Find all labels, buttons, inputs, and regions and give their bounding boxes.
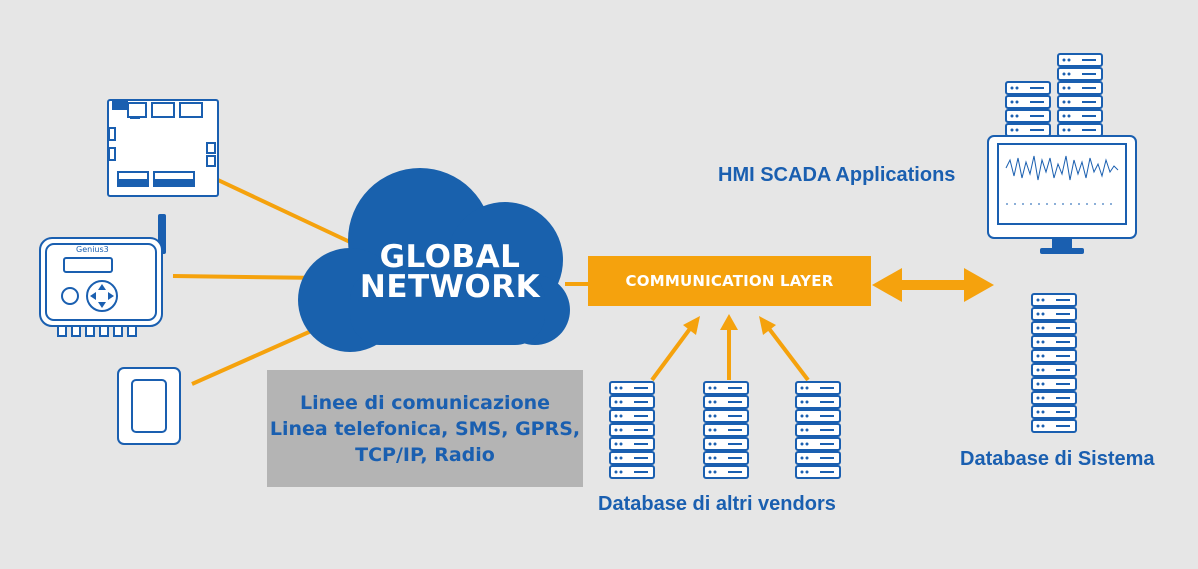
cloud-line-2: NETWORK	[359, 269, 541, 305]
hmi-server-stack-icon	[1005, 53, 1103, 137]
genius3-label: Genius3	[76, 245, 109, 254]
vendor-db-stack-3	[795, 381, 841, 479]
communication-layer-box: COMMUNICATION LAYER	[588, 256, 871, 306]
channels-line-1: Linee di comunicazione	[299, 391, 551, 414]
bidirectional-arrow	[872, 268, 994, 302]
cloud-line-1: GLOBAL	[379, 239, 521, 275]
hmi-label: HMI SCADA Applications	[718, 164, 956, 186]
db-vendors-label: Database di altri vendors	[598, 493, 836, 515]
db-system-label: Database di Sistema	[960, 448, 1155, 470]
channels-box: Linee di comunicazione Linea telefonica,…	[267, 370, 583, 487]
vendor-db-stack-1	[609, 381, 655, 479]
hmi-monitor-icon	[987, 135, 1137, 254]
vendor-db-stack-2	[703, 381, 749, 479]
global-network-cloud	[298, 168, 570, 352]
system-db-stack	[1031, 293, 1077, 433]
channels-line-3: TCP/IP, Radio	[355, 443, 495, 466]
link-genius-cloud	[172, 274, 326, 280]
link-board-cloud	[217, 178, 351, 244]
wall-panel-icon	[117, 367, 181, 445]
channels-line-2: Linea telefonica, SMS, GPRS,	[269, 417, 581, 440]
controller-board-icon	[107, 99, 219, 197]
cloud-label: GLOBAL NETWORK	[345, 239, 555, 305]
vendor-arrows	[650, 314, 810, 382]
link-panel-cloud	[191, 326, 319, 386]
genius3-device-icon	[39, 214, 166, 337]
